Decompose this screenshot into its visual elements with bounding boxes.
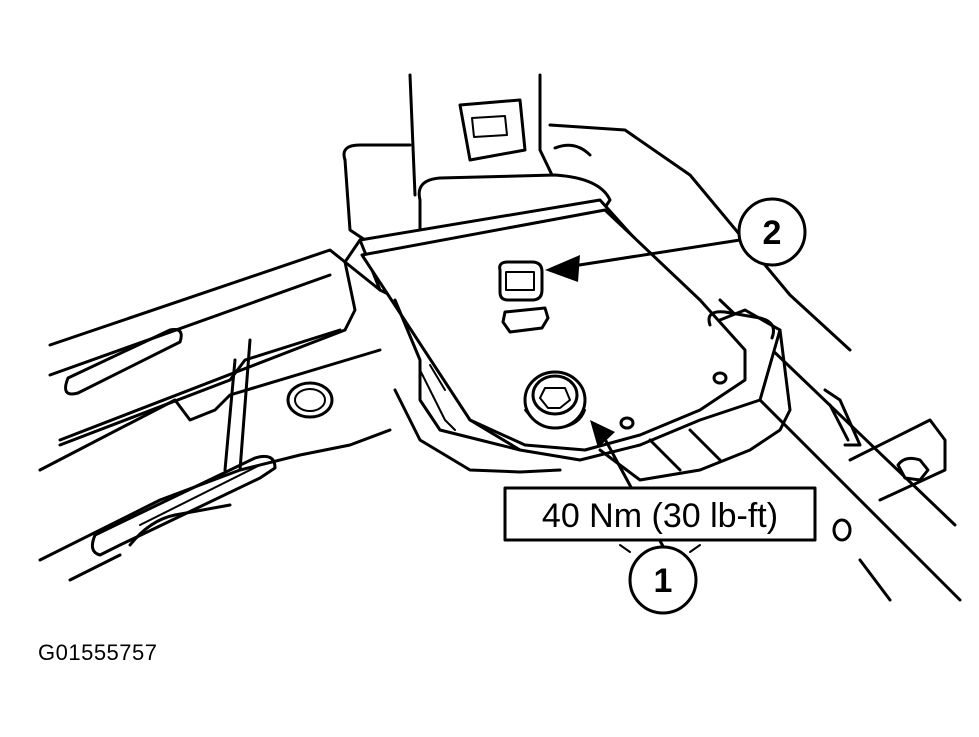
callout-1: 40 Nm (30 lb-ft) 1 (503, 420, 817, 615)
retractor-housing (343, 198, 792, 482)
callout-1-label: 1 (654, 562, 673, 600)
seat-track-left (38, 248, 392, 582)
callout-2: 2 (545, 197, 807, 282)
callout-1-circle (628, 545, 698, 615)
arrow-head-2 (545, 255, 580, 282)
figure-id: G01555757 (38, 640, 158, 665)
torque-spec-label: 40 Nm (30 lb-ft) (542, 497, 778, 535)
callout-2-circle (737, 197, 807, 267)
arrow-head-1 (590, 420, 615, 448)
torque-spec-box (503, 486, 817, 542)
seat-frame-right (823, 388, 947, 602)
callout-2-label: 2 (763, 214, 782, 252)
